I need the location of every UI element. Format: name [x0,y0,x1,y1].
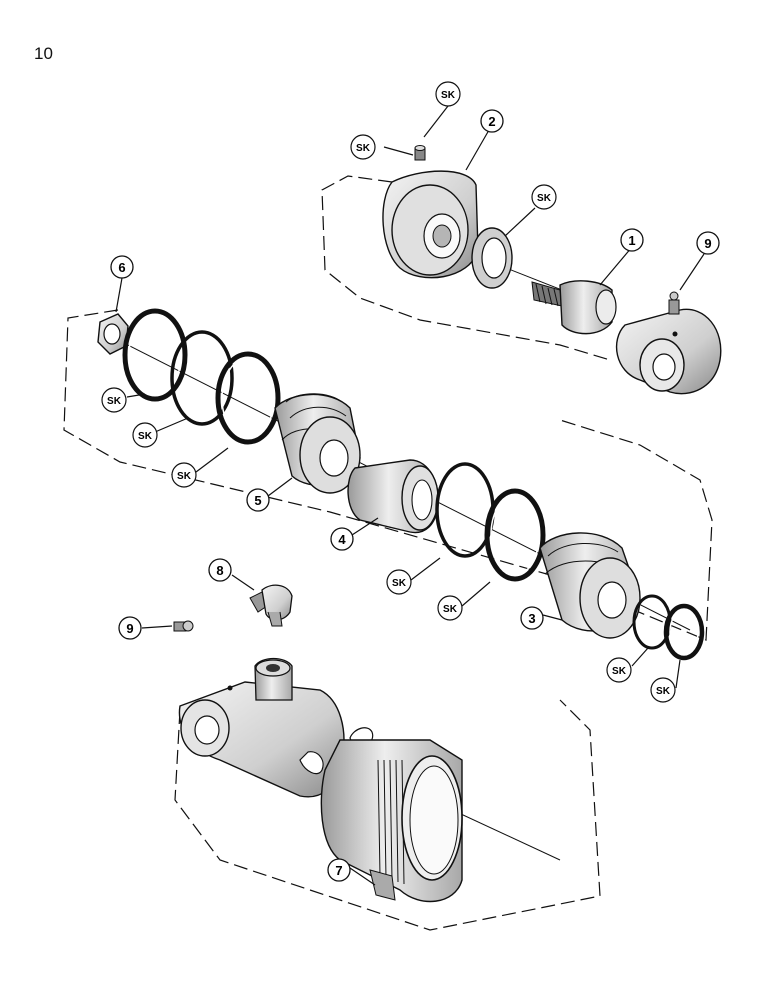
callout-8: 8 [208,558,232,582]
part-2-gland [382,170,479,279]
svg-text:SK: SK [107,396,122,407]
svg-text:SK: SK [356,143,371,154]
callout-sk-ring-6: SK [606,657,632,683]
upper-group-outline [321,175,611,361]
lower-group-outline [174,699,601,931]
svg-text:SK: SK [441,90,456,101]
part-3-piston [539,532,641,639]
callout-6: 6 [110,255,134,279]
svg-text:3: 3 [528,611,535,626]
seal-ring-4 [435,462,495,558]
svg-text:5: 5 [254,493,261,508]
callout-sk-ring-2: SK [132,422,158,448]
svg-text:SK: SK [537,193,552,204]
callout-9-upper: 9 [696,231,720,255]
callout-sk-ring-5: SK [437,595,463,621]
seal-ring-7 [663,603,705,661]
callout-sk-ring-4: SK [386,569,412,595]
part-1-rod [531,280,617,335]
part-2-set-screw [414,145,426,161]
seal-ring-3 [215,351,281,445]
callout-7: 7 [327,858,351,882]
svg-text:SK: SK [138,431,153,442]
grease-fitting-lower [173,620,194,632]
callout-2: 2 [480,109,504,133]
seal-ring-5 [484,488,546,582]
svg-text:8: 8 [216,563,223,578]
part-5-piston [274,393,361,494]
svg-text:7: 7 [335,863,342,878]
seal-ring-1-inner [128,314,182,396]
part-8-elbow-fitting [249,584,293,627]
svg-text:SK: SK [443,604,458,615]
callout-5: 5 [246,488,270,512]
seal-ring-2 [170,330,234,426]
gland-seal-ring [471,227,513,289]
part-7-cylinder-barrel [178,657,463,903]
svg-text:SK: SK [392,578,407,589]
callout-sk-ring-1: SK [101,387,127,413]
callout-sk-ring-7: SK [650,677,676,703]
svg-text:1: 1 [628,233,635,248]
callout-sk-ring-3: SK [171,462,197,488]
svg-text:4: 4 [338,532,346,547]
seal-ring-5-inner [490,494,540,576]
page-number: 10 [34,44,53,63]
seal-ring-6 [632,594,672,650]
svg-text:SK: SK [612,666,627,677]
part-4-spacer [347,459,439,534]
callout-9-lower: 9 [118,616,142,640]
callout-sk-gland-top: SK [435,81,461,107]
grease-fitting-upper [668,291,680,315]
callout-sk-gland-seal: SK [531,184,557,210]
svg-text:6: 6 [118,260,125,275]
leader-lines [115,105,705,886]
rod-end-eye [615,308,722,395]
callout-3: 3 [520,606,544,630]
svg-text:9: 9 [126,621,133,636]
callout-4: 4 [330,527,354,551]
svg-text:SK: SK [177,471,192,482]
svg-text:9: 9 [704,236,711,251]
callout-sk-gland-left: SK [350,134,376,160]
seal-ring-3-inner [221,357,275,439]
callout-1: 1 [620,228,644,252]
svg-text:SK: SK [656,686,671,697]
svg-text:2: 2 [488,114,495,129]
seal-ring-1 [122,308,188,402]
seal-ring-7-inner [669,609,699,655]
